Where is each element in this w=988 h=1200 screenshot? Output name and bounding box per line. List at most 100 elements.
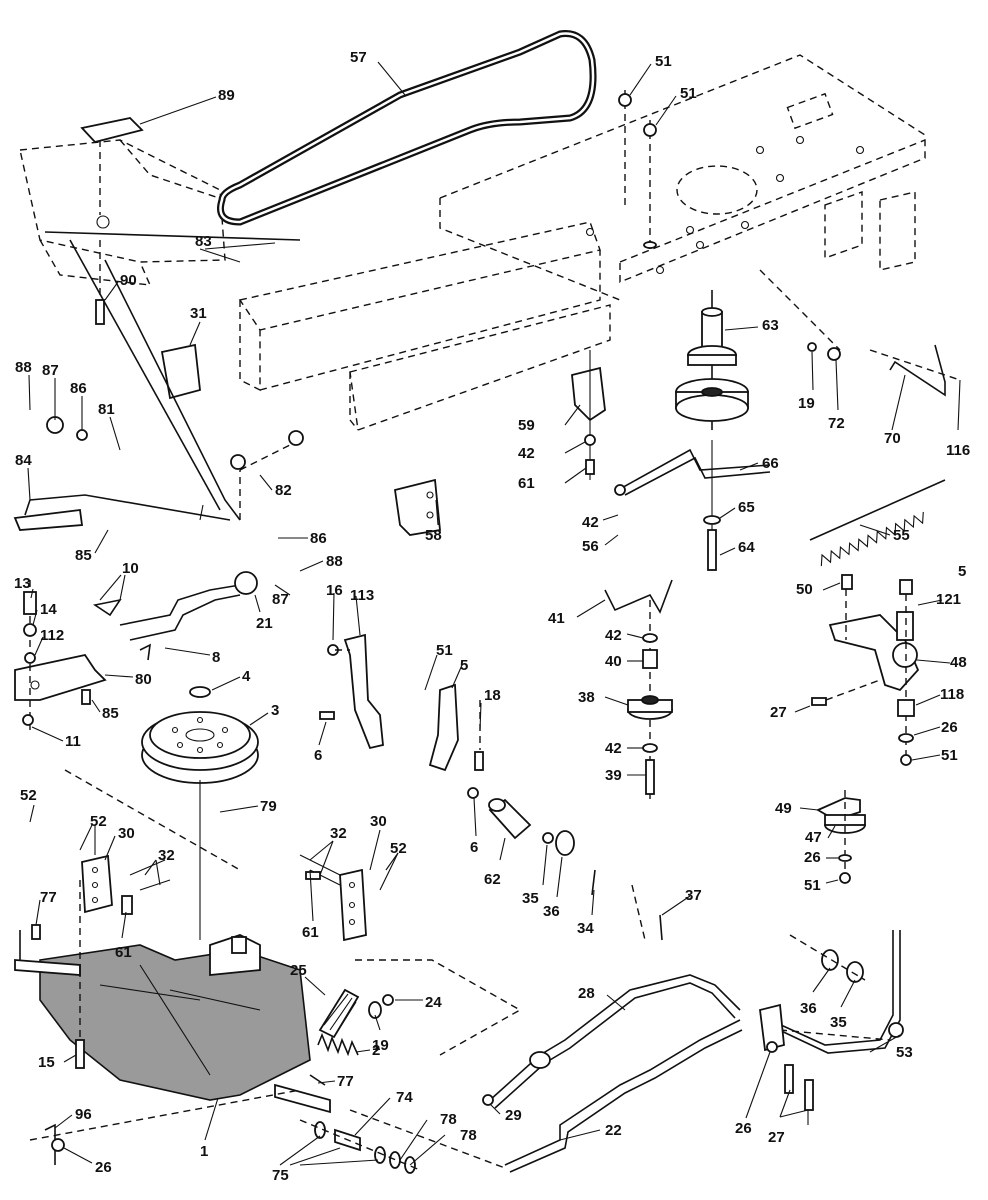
callout-62: 62 [484, 871, 501, 888]
callout-83: 83 [195, 233, 212, 250]
callout-37: 37 [685, 887, 702, 904]
callout-47: 47 [805, 829, 822, 846]
callout-65: 65 [738, 499, 755, 516]
callout-28: 28 [578, 985, 595, 1002]
callout-96: 96 [75, 1106, 92, 1123]
idler-arm-66 [614, 448, 771, 496]
callout-56: 56 [582, 538, 599, 555]
callout-88: 88 [326, 553, 343, 570]
pulley-36 [542, 830, 663, 941]
callout-85: 85 [75, 547, 92, 564]
drive-belt-57 [217, 30, 597, 226]
callout-63: 63 [762, 317, 779, 334]
callout-90: 90 [120, 272, 137, 289]
callout-30: 30 [370, 813, 387, 830]
bolt-stack-51 [618, 90, 657, 250]
pulley-47 [816, 790, 866, 884]
callout-40: 40 [605, 653, 622, 670]
callout-3: 3 [271, 702, 279, 719]
callout-2: 2 [372, 1042, 380, 1059]
bracket-113 [319, 633, 384, 750]
callout-34: 34 [577, 920, 594, 937]
shift-lever-8 [119, 571, 258, 661]
callout-85: 85 [102, 705, 119, 722]
tractor-frame [19, 54, 926, 431]
callout-75: 75 [272, 1167, 289, 1184]
spring-55 [809, 479, 946, 567]
callout-51: 51 [436, 642, 453, 659]
callout-22: 22 [605, 1122, 622, 1139]
bushing-74 [299, 1119, 421, 1174]
callout-87: 87 [42, 362, 59, 379]
bolt-90 [95, 240, 105, 325]
fork-10 [92, 598, 122, 617]
callout-24: 24 [425, 994, 442, 1011]
callout-36: 36 [543, 903, 560, 920]
callout-72: 72 [828, 415, 845, 432]
callout-121: 121 [936, 591, 961, 608]
callout-42: 42 [605, 740, 622, 757]
callout-64: 64 [738, 539, 755, 556]
callout-29: 29 [505, 1107, 522, 1124]
callout-77: 77 [337, 1073, 354, 1090]
callout-51: 51 [680, 85, 697, 102]
callout-61: 61 [302, 924, 319, 941]
callout-82: 82 [275, 482, 292, 499]
shift-linkage [13, 231, 304, 531]
callout-57: 57 [350, 49, 367, 66]
callout-38: 38 [578, 689, 595, 706]
callout-26: 26 [804, 849, 821, 866]
leader-lines [27, 61, 951, 1166]
spring-25 [318, 988, 360, 1039]
callout-79: 79 [260, 798, 277, 815]
callout-55: 55 [893, 527, 910, 544]
callout-1: 1 [200, 1143, 208, 1160]
callout-16: 16 [326, 582, 343, 599]
callout-66: 66 [762, 455, 779, 472]
spring-2 [317, 959, 522, 1057]
callout-5: 5 [460, 657, 468, 674]
callout-112: 112 [40, 627, 64, 644]
sleeve-62 [488, 798, 532, 840]
callout-52: 52 [390, 840, 407, 857]
callout-88: 88 [15, 359, 32, 376]
callout-21: 21 [256, 615, 273, 632]
rod-53 [769, 930, 904, 1054]
callout-19: 19 [798, 395, 815, 412]
callout-42: 42 [518, 445, 535, 462]
callout-49: 49 [775, 800, 792, 817]
callout-30: 30 [118, 825, 135, 842]
rod-70 [869, 344, 961, 431]
callout-87: 87 [272, 591, 289, 608]
part-89 [80, 117, 144, 215]
bracket-59 [571, 350, 606, 480]
bracket-30-left [79, 854, 171, 970]
bracket-plate-80 [14, 580, 107, 730]
idler-parts [604, 579, 673, 800]
callout-118: 118 [940, 686, 964, 703]
callout-15: 15 [38, 1054, 55, 1071]
callout-11: 11 [65, 733, 81, 750]
callout-26: 26 [941, 719, 958, 736]
callout-48: 48 [950, 654, 967, 671]
callout-86: 86 [310, 530, 327, 547]
part-31 [160, 343, 201, 400]
callout-25: 25 [290, 962, 307, 979]
callout-32: 32 [158, 847, 175, 864]
callout-32: 32 [330, 825, 347, 842]
bracket-5 [428, 683, 484, 799]
callout-27: 27 [768, 1129, 785, 1146]
callout-42: 42 [582, 514, 599, 531]
callout-10: 10 [122, 560, 139, 577]
callout-4: 4 [242, 668, 251, 685]
callout-6: 6 [470, 839, 478, 856]
callout-13: 13 [14, 575, 31, 592]
callout-51: 51 [804, 877, 821, 894]
callout-61: 61 [518, 475, 535, 492]
callout-labels: 57 89 51 51 90 31 63 19 72 70 116 88 87 … [14, 49, 970, 1184]
callout-86: 86 [70, 380, 87, 397]
callout-36: 36 [800, 1000, 817, 1017]
callout-35: 35 [522, 890, 539, 907]
callout-50: 50 [796, 581, 813, 598]
